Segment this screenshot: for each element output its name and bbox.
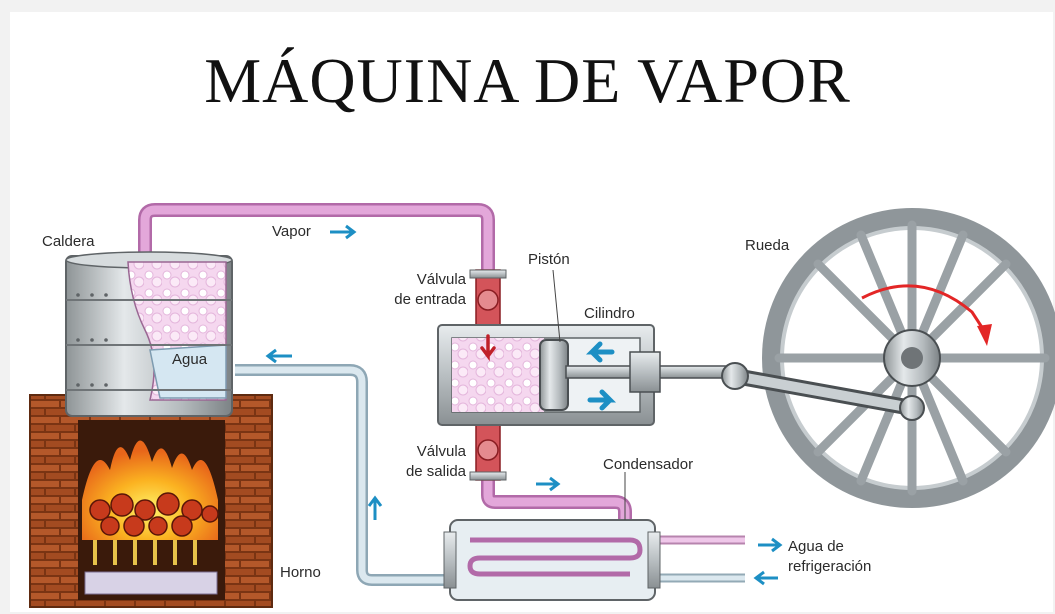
- ash-pit: [84, 571, 218, 595]
- right-arrow-icon: [587, 389, 617, 411]
- up-arrow-icon: [367, 495, 383, 520]
- label-valvula-entrada: Válvula de entrada: [394, 271, 466, 308]
- water-left-arrow-icon: [265, 348, 292, 364]
- label-piston: Pistón: [528, 251, 570, 268]
- diagram-title: MÁQUINA DE VAPOR: [204, 45, 851, 116]
- piston-leader-line: [552, 269, 561, 343]
- label-agua-refrigeracion: Agua de refrigeración: [788, 538, 872, 575]
- condenser-coil: [467, 537, 643, 577]
- label-condensador: Condensador: [603, 456, 694, 473]
- cooling-out-arrow-icon: [758, 537, 783, 553]
- outlet-valve: [469, 417, 507, 481]
- steam-pipe: [140, 205, 493, 275]
- label-horno: Horno: [280, 564, 321, 581]
- grate: [93, 540, 197, 565]
- inlet-valve: [469, 269, 507, 331]
- boiler-rivets: [76, 293, 108, 387]
- down-arrow-icon: [480, 334, 496, 362]
- exhaust-pipe: [483, 480, 630, 522]
- coal-bed: [89, 492, 219, 537]
- left-arrow-icon: [585, 341, 615, 363]
- label-caldera: Caldera: [42, 233, 95, 250]
- crank-pin: [899, 395, 925, 421]
- boiler-water-cutaway: [149, 344, 227, 399]
- label-agua: Agua: [172, 351, 208, 368]
- flywheel: [762, 208, 1055, 508]
- cylinder: [437, 324, 727, 426]
- piston: [539, 339, 569, 411]
- label-vapor: Vapor: [272, 223, 311, 240]
- water-return-pipe: [235, 366, 452, 584]
- cylinder-steam: [452, 338, 544, 412]
- connecting-rod: [730, 371, 917, 413]
- cooling-in-arrow-icon: [753, 570, 778, 586]
- label-rueda: Rueda: [745, 237, 790, 254]
- furnace: [29, 394, 273, 608]
- label-valvula-salida: Válvula de salida: [405, 443, 466, 480]
- condenser: [443, 519, 661, 601]
- rotation-arrow-icon: [861, 284, 987, 333]
- crosshead: [629, 351, 661, 393]
- boiler: [65, 251, 233, 417]
- exhaust-right-arrow-icon: [536, 476, 561, 492]
- vapor-right-arrow-icon: [330, 224, 357, 240]
- label-cilindro: Cilindro: [584, 305, 635, 322]
